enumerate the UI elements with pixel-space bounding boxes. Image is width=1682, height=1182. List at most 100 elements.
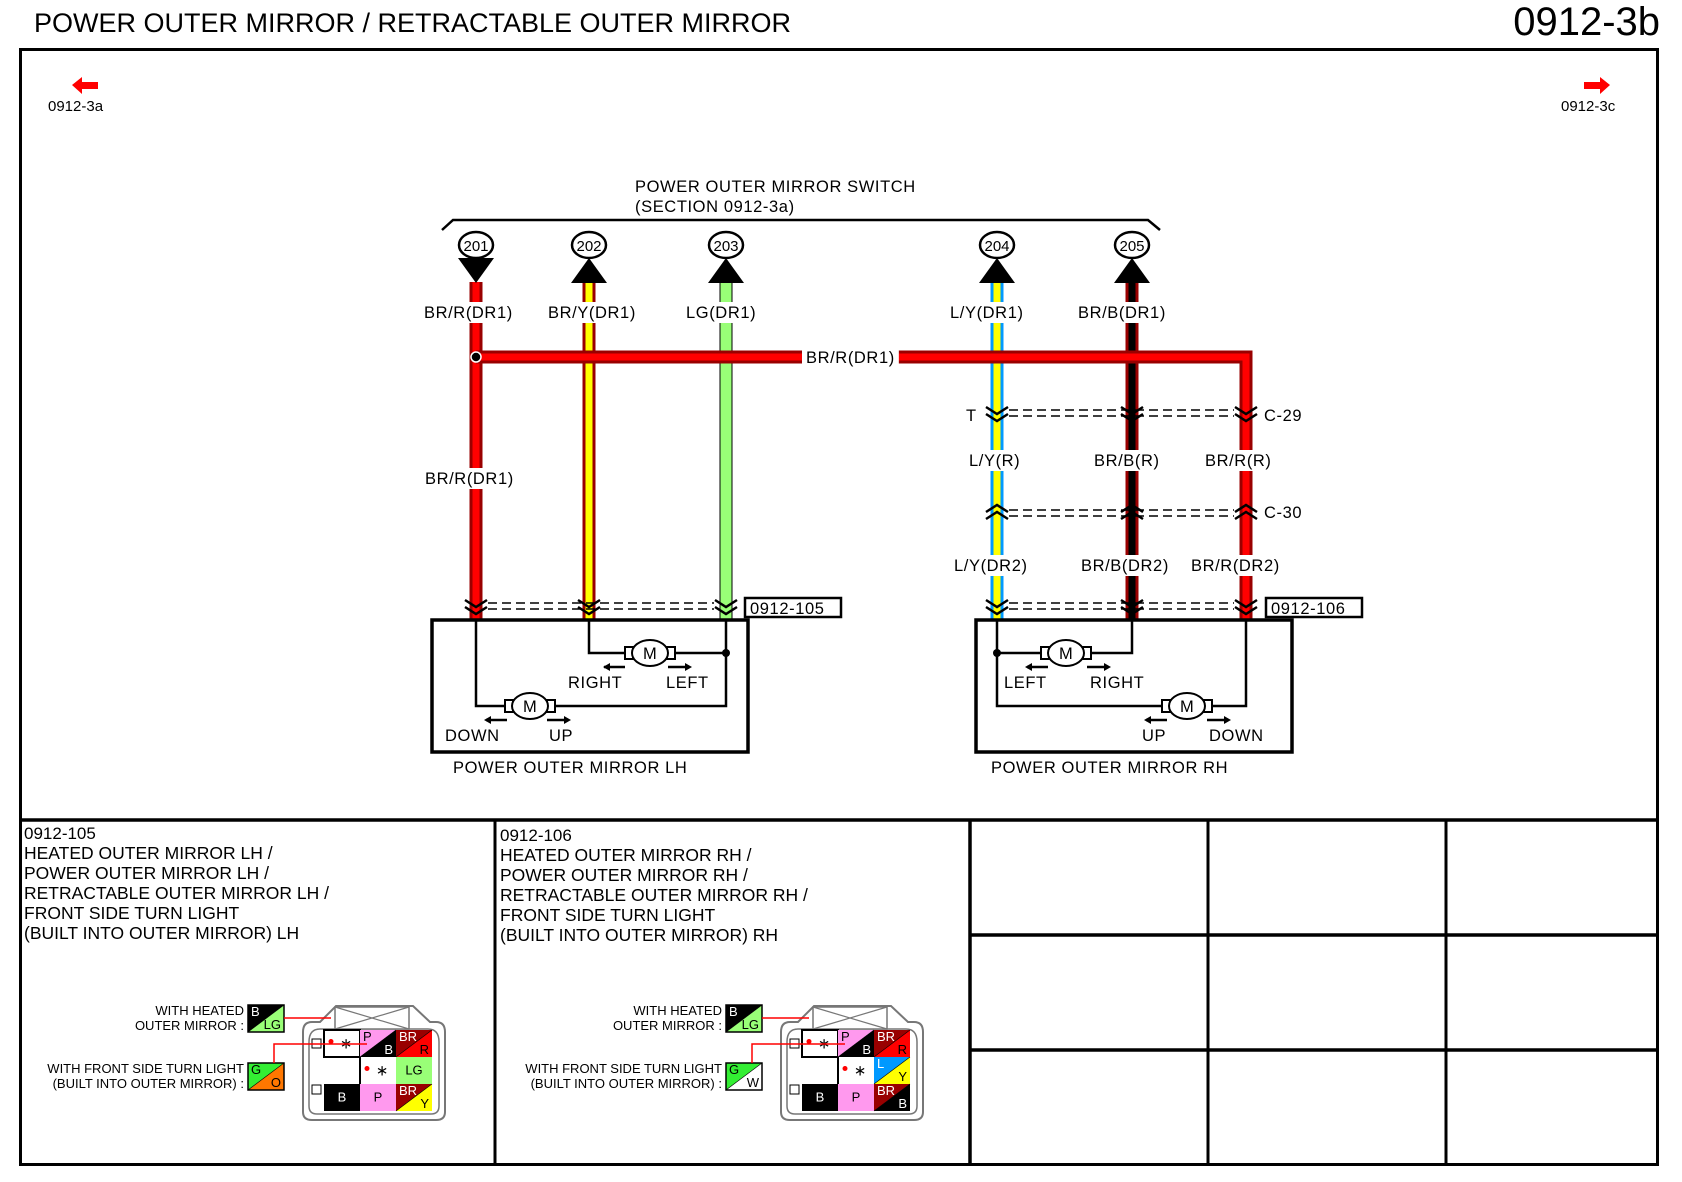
svg-text:L: L xyxy=(877,1056,884,1071)
motor2-left-label: UP xyxy=(1142,727,1166,745)
terminals-group: 201 202 203 204 205 xyxy=(457,230,1151,283)
wire-label-brr-dr2-bg xyxy=(1187,555,1284,576)
terminal-number: 205 xyxy=(1119,238,1144,255)
connector-c29-line xyxy=(1009,409,1234,417)
wire-label-204-bg xyxy=(946,302,1028,323)
connector-description-rh: HEATED OUTER MIRROR RH / POWER OUTER MIR… xyxy=(500,845,808,945)
svg-text:B: B xyxy=(898,1096,907,1111)
next-page-link[interactable]: 0912-3c xyxy=(1561,77,1616,115)
svg-text:B: B xyxy=(251,1004,260,1019)
svg-text:BR: BR xyxy=(399,1029,417,1044)
note-turn-line2: (BUILT INTO OUTER MIRROR) : xyxy=(531,1076,722,1091)
motor-up-down-lh: M xyxy=(504,692,556,720)
terminal-205: 205 xyxy=(1113,230,1151,283)
svg-text:W: W xyxy=(747,1075,760,1090)
terminal-number: 202 xyxy=(576,238,601,255)
svg-text:B: B xyxy=(816,1090,825,1105)
connector-c29-label: C-29 xyxy=(1264,407,1302,425)
svg-text:Y: Y xyxy=(898,1069,907,1084)
motor-symbol: M xyxy=(1059,645,1073,663)
terminal-arrow-up-icon xyxy=(979,258,1015,283)
wire-label-201-mid: BR/R(DR1) xyxy=(425,470,514,488)
page-title: POWER OUTER MIRROR / RETRACTABLE OUTER M… xyxy=(34,8,792,38)
wire-label-204: L/Y(DR1) xyxy=(950,304,1024,322)
connector-ref-rh-label[interactable]: 0912-106 xyxy=(1271,600,1346,618)
wire-label-201: BR/R(DR1) xyxy=(424,304,513,322)
wire-label-201-bg xyxy=(420,302,517,323)
svg-text:BR: BR xyxy=(877,1083,895,1098)
wire-label-brr-r-bg xyxy=(1201,450,1276,471)
next-page-label[interactable]: 0912-3c xyxy=(1561,98,1616,115)
terminal-201: 201 xyxy=(457,230,495,283)
wire-labels: BR/R(DR1)BR/Y(DR1)LG(DR1)L/Y(DR1)BR/B(DR… xyxy=(420,302,1284,576)
wire-label-brb-dr2-bg xyxy=(1077,555,1173,576)
connector-ref-lh[interactable]: 0912-105 xyxy=(743,596,843,619)
svg-text:Y: Y xyxy=(420,1096,429,1111)
wire-label-202: BR/Y(DR1) xyxy=(548,304,636,322)
terminal-arrow-up-icon xyxy=(708,258,744,283)
svg-text:LG: LG xyxy=(264,1017,281,1032)
svg-text:B: B xyxy=(384,1042,393,1057)
svg-text:G: G xyxy=(251,1062,261,1077)
terminal-204: 204 xyxy=(978,230,1016,283)
wire-label-bus: BR/R(DR1) xyxy=(806,349,895,367)
connector-c30-label: C-30 xyxy=(1264,504,1302,522)
terminal-202: 202 xyxy=(570,230,608,283)
svg-text:B: B xyxy=(862,1042,871,1057)
svg-text:R: R xyxy=(420,1042,429,1057)
note-heated-line2: OUTER MIRROR : xyxy=(613,1018,722,1033)
terminal-arrow-down-icon xyxy=(458,258,494,283)
svg-text:BR: BR xyxy=(877,1029,895,1044)
motor1-right-label: LEFT xyxy=(666,674,709,692)
wire-label-brb-dr2: BR/B(DR2) xyxy=(1081,557,1169,575)
connector-ref-lh-label[interactable]: 0912-105 xyxy=(750,600,825,618)
svg-text:∗: ∗ xyxy=(854,1062,867,1080)
wire-label-brr-dr2: BR/R(DR2) xyxy=(1191,557,1280,575)
motor2-right-label: DOWN xyxy=(1209,727,1264,745)
note-turn-line1: WITH FRONT SIDE TURN LIGHT xyxy=(47,1061,244,1076)
connector-c30-line xyxy=(1009,509,1234,517)
connector-0912-106-line xyxy=(1009,602,1234,610)
diagram-frame xyxy=(19,48,1659,1166)
terminal-arrow-up-icon xyxy=(571,258,607,283)
wire-label-ly-dr2: L/Y(DR2) xyxy=(954,557,1028,575)
svg-text:P: P xyxy=(852,1090,861,1105)
wire-label-202-bg xyxy=(544,302,640,323)
bottom-panel xyxy=(19,818,1659,1166)
switch-title: POWER OUTER MIRROR SWITCH xyxy=(635,178,916,196)
arrow-right-icon[interactable] xyxy=(1584,77,1610,94)
wire-label-201-mid-bg xyxy=(421,468,518,489)
motor2-right-label: UP xyxy=(549,727,573,745)
connector-description-lh: HEATED OUTER MIRROR LH / POWER OUTER MIR… xyxy=(24,843,329,943)
motor-symbol: M xyxy=(1180,698,1194,716)
connectors-group xyxy=(463,405,1259,616)
motor-left-right-rh: M xyxy=(1040,639,1092,667)
wire-label-brb-r: BR/B(R) xyxy=(1094,452,1160,470)
arrow-left-icon[interactable] xyxy=(72,77,98,94)
motor1-left-label: LEFT xyxy=(1004,674,1047,692)
motor2-left-label: DOWN xyxy=(445,727,500,745)
switch-bracket xyxy=(441,218,1161,231)
note-heated-line2: OUTER MIRROR : xyxy=(135,1018,244,1033)
terminal-number: 201 xyxy=(463,238,488,255)
motor-up-down-rh: M xyxy=(1161,692,1213,720)
terminal-arrow-up-icon xyxy=(1114,258,1150,283)
prev-page-link[interactable]: 0912-3a xyxy=(48,77,104,115)
wire-label-bus-bg xyxy=(802,347,899,368)
svg-text:BR: BR xyxy=(399,1083,417,1098)
wire-br-r-bus xyxy=(476,350,1253,620)
splice-junction xyxy=(470,351,482,363)
svg-text:R: R xyxy=(898,1042,907,1057)
wire-label-brb-r-bg xyxy=(1090,450,1164,471)
prev-page-label[interactable]: 0912-3a xyxy=(48,98,104,115)
wire-label-203-bg xyxy=(682,302,761,323)
wire-label-ly-dr2-bg xyxy=(950,555,1032,576)
connector-ref-rh[interactable]: 0912-106 xyxy=(1264,596,1364,619)
svg-text:P: P xyxy=(374,1090,383,1105)
power-outer-mirror-rh: M LEFT RIGHT M UP DOWN POWER OUTER MIRRO… xyxy=(974,618,1294,777)
mirror-lh-title: POWER OUTER MIRROR LH xyxy=(453,759,687,777)
terminal-number: 203 xyxy=(713,238,738,255)
